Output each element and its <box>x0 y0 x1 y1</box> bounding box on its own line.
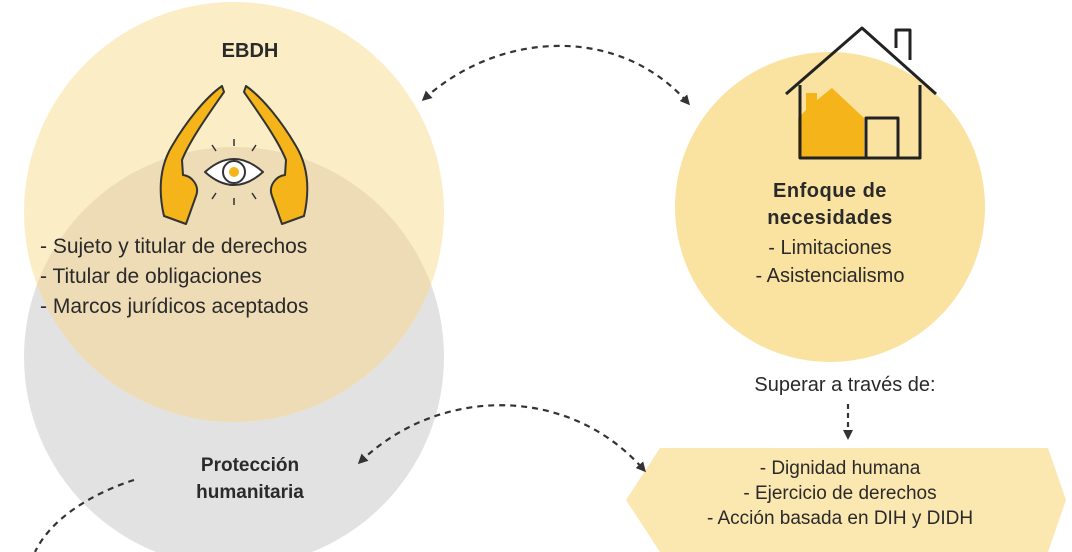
ebdh-item: - Marcos jurídicos aceptados <box>40 295 309 318</box>
needs-title: Enfoque de necesidades <box>700 178 960 232</box>
needs-title-line: Enfoque de <box>773 180 887 202</box>
needs-item: - Asistencialismo <box>755 265 905 287</box>
principle-item: - Dignidad humana <box>759 458 921 479</box>
protection-title-line: Protección <box>200 455 300 476</box>
ebdh-title: EBDH <box>221 40 279 62</box>
ebdh-item: - Titular de obligaciones <box>40 265 262 288</box>
needs-circle <box>675 52 985 362</box>
dashed-connector <box>34 478 135 552</box>
circles-overlap <box>24 147 444 422</box>
principle-item: - Ejercicio de derechos <box>743 483 937 504</box>
overcome-label: Superar a través de: <box>754 374 936 396</box>
principles-list: - Dignidad humana - Ejercicio de derecho… <box>630 456 1050 531</box>
needs-item: - Limitaciones <box>768 237 892 259</box>
ebdh-item: - Sujeto y titular de derechos <box>40 235 308 258</box>
hands-eye-icon <box>159 85 309 225</box>
ebdh-item-list: - Sujeto y titular de derechos - Titular… <box>40 232 470 322</box>
protection-title: Protección humanitaria <box>140 452 360 506</box>
principle-item: - Acción basada en DIH y DIDH <box>706 508 974 529</box>
needs-item-list: - Limitaciones - Asistencialismo <box>700 234 960 290</box>
arrow-protection-principles <box>357 404 646 473</box>
principles-hexagon <box>626 448 1066 552</box>
arrow-ebdh-needs <box>421 44 690 106</box>
protection-title-line: humanitaria <box>196 482 304 503</box>
house-icon <box>785 26 937 160</box>
needs-title-line: necesidades <box>767 207 893 229</box>
